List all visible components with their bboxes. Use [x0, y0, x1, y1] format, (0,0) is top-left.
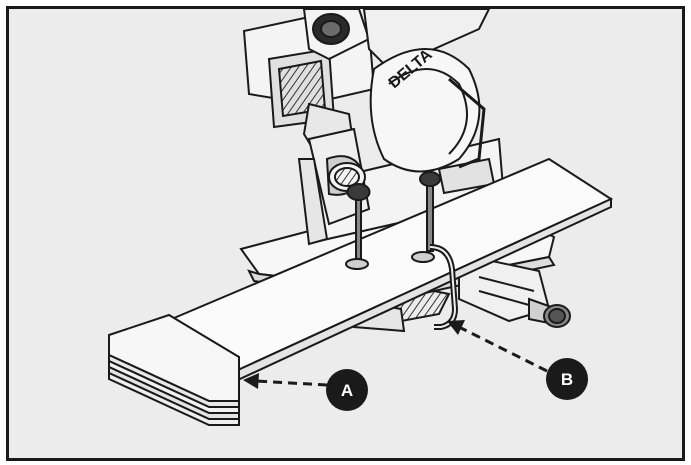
blade-guard: DELTA — [369, 46, 486, 173]
callout-b-label: B — [561, 370, 573, 389]
hold-down-post-left — [345, 183, 371, 270]
callout-a: A — [326, 369, 368, 411]
callout-a-label: A — [341, 381, 353, 400]
hold-down-clamp — [411, 171, 459, 330]
saw-head — [242, 9, 491, 161]
bevel-scale-dial — [328, 162, 366, 192]
handle — [302, 9, 371, 61]
stacked-support-blocks — [108, 313, 240, 426]
slide-rail-extension — [458, 252, 571, 328]
diagram-frame: DELTA — [6, 6, 685, 461]
callout-b: B — [546, 358, 588, 400]
callout-a-arrow — [243, 373, 328, 389]
bevel-lock-knob — [543, 304, 571, 328]
callout-b-arrow — [447, 320, 548, 373]
miter-saw-illustration: DELTA — [108, 9, 614, 426]
